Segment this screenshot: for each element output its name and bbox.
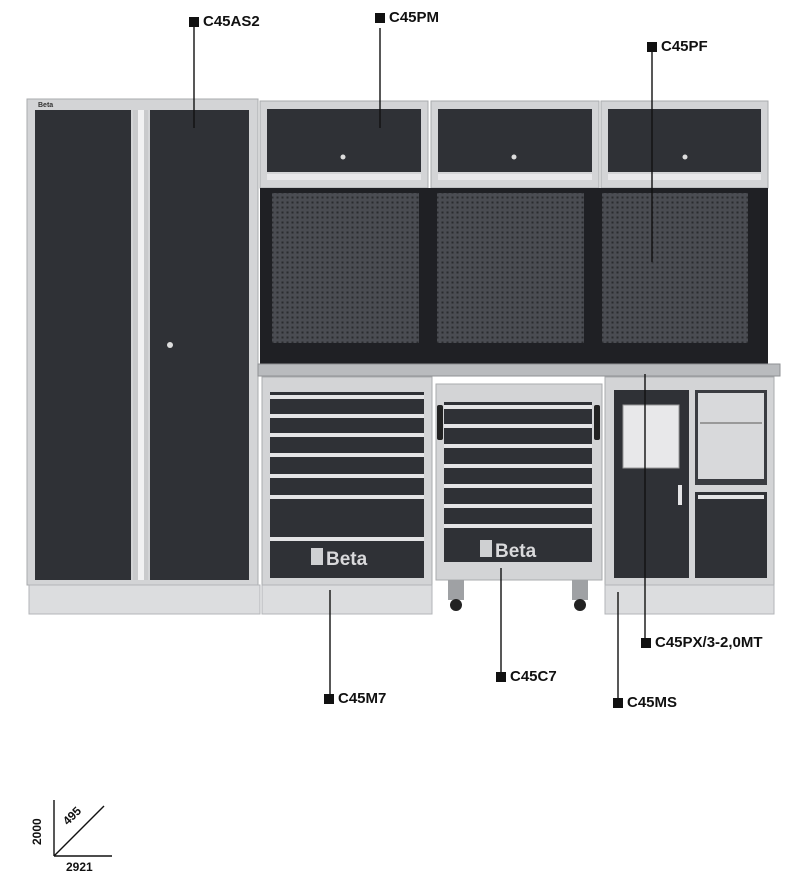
label-tool-panel: C45PF [647,38,708,55]
brand-logo-small: Beta [38,102,53,109]
label-tall-cabinet: C45AS2 [189,13,260,30]
multi-cabinet [604,376,775,615]
dimension-diagram-icon [53,800,112,857]
tall-cabinet: Beta [26,98,261,615]
worktop [257,363,781,377]
label-worktop: C45PX/3-2,0MT [641,634,763,651]
tool-panels [260,188,768,366]
dimension-width: 2921 [66,860,93,874]
brand-logo-c7: Beta [495,541,537,562]
label-roller-cabinet: C45C7 [496,668,557,685]
label-drawer-cabinet: C45M7 [324,690,386,707]
roller-cabinet: Beta [435,383,603,611]
wall-cabinets [259,100,769,189]
drawer-cabinet: Beta [261,376,433,615]
label-multi-cabinet: C45MS [613,694,677,711]
brand-logo-m7: Beta [326,549,368,570]
label-wall-cabinet: C45PM [375,9,439,26]
leader-lines [193,26,653,700]
dimension-height: 2000 [30,818,44,845]
